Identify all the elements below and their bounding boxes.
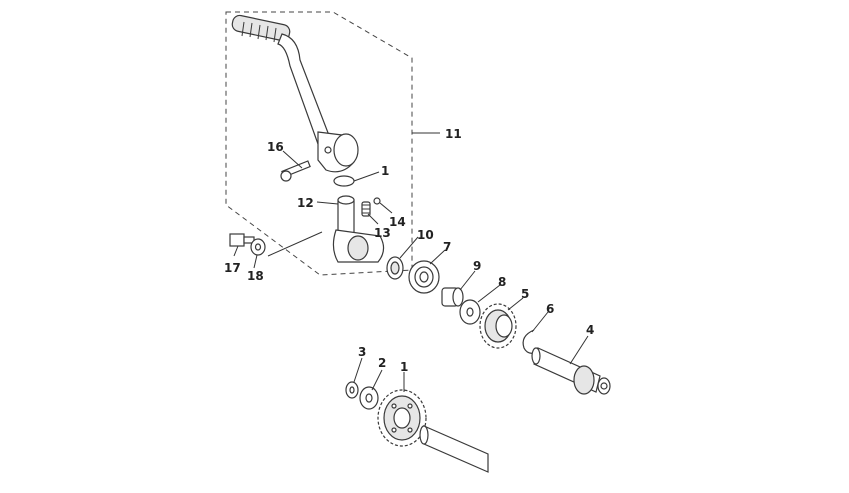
spring-13 [361,201,371,217]
bolt-16 [280,160,311,182]
kick-lever [231,14,359,173]
shaft-lower [419,425,489,473]
shaft-4 [531,347,611,395]
callout-16: 16 [267,140,284,154]
callout-5: 5 [521,287,529,301]
spring-7 [408,260,440,294]
callout-3: 3 [358,345,366,359]
seal-10 [386,256,404,280]
callout-17: 17 [224,261,241,275]
callout-12: 12 [297,196,314,210]
bolt-17 [229,233,255,247]
washer-2 [359,386,379,410]
callout-4: 4 [586,323,594,337]
callout-7: 7 [443,240,451,254]
callout-1-bottom: 1 [400,360,408,374]
bushing-9 [441,287,464,307]
o-ring-1-top [333,175,355,187]
washer-8 [459,299,481,325]
washer-3 [345,381,359,399]
callout-1-top: 1 [381,164,389,178]
callout-18: 18 [247,269,264,283]
kick-shaft-12 [332,195,385,263]
callout-8: 8 [498,275,506,289]
callout-2: 2 [378,356,386,370]
callout-11: 11 [445,127,462,141]
callout-14: 14 [389,215,406,229]
gear-1-bottom [377,389,427,447]
callout-13: 13 [374,226,391,240]
callout-10: 10 [417,228,434,242]
callout-6: 6 [546,302,554,316]
ball-14 [373,197,381,205]
leader-lines [233,150,589,392]
callout-9: 9 [473,259,481,273]
gear-5 [479,303,517,349]
